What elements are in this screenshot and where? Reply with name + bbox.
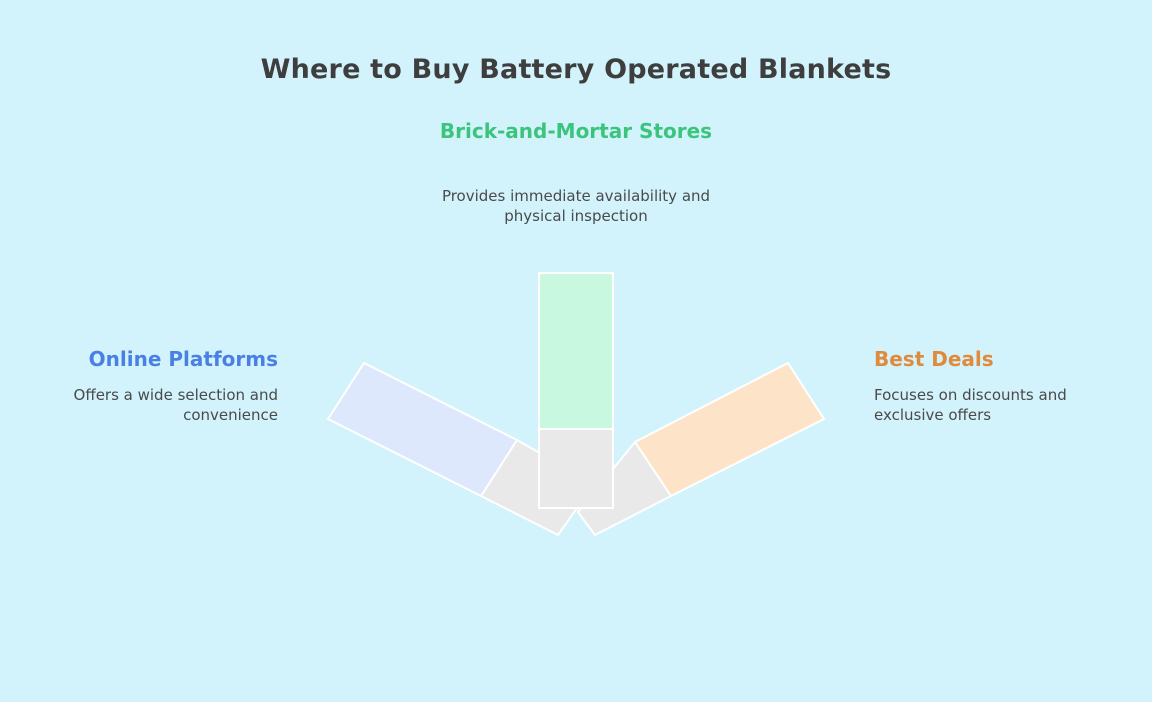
best-deals-heading: Best Deals — [874, 347, 994, 371]
online-platforms-description: Offers a wide selection and convenience — [73, 386, 278, 424]
online-platforms-heading: Online Platforms — [88, 347, 278, 371]
right-blade — [634, 362, 825, 497]
center-blade — [538, 272, 614, 430]
diagram-title: Where to Buy Battery Operated Blankets — [260, 54, 892, 85]
left-blade — [327, 362, 518, 497]
center-blade-handle — [538, 428, 614, 509]
brick-and-mortar-heading: Brick-and-Mortar Stores — [439, 119, 713, 143]
best-deals-description: Focuses on discounts and exclusive offer… — [874, 386, 1067, 424]
brick-and-mortar-description: Provides immediate availability and phys… — [441, 187, 711, 225]
